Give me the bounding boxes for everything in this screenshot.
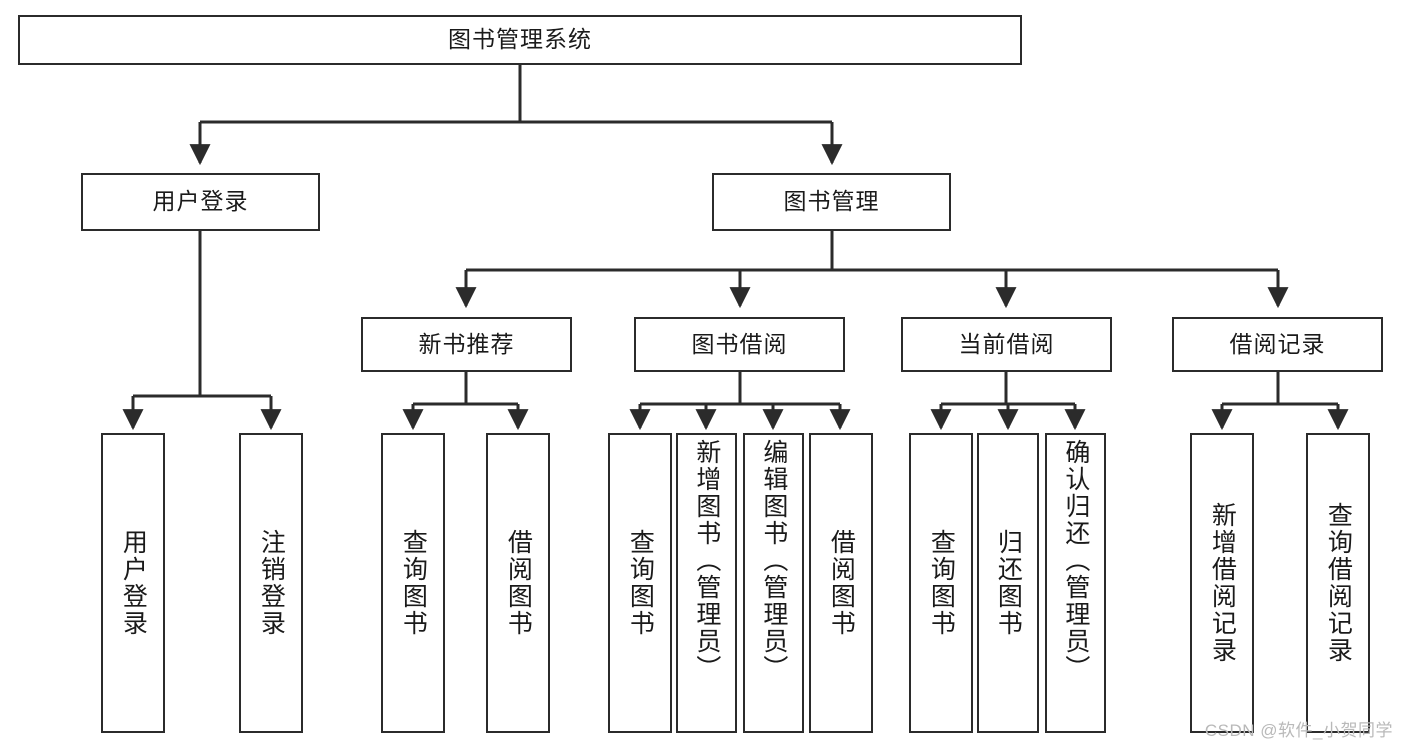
node-root[interactable]: 图书管理系统 xyxy=(18,15,1022,65)
leaf-user-login[interactable]: 用户登录 xyxy=(101,433,165,733)
leaf-borrow-book-1[interactable]: 借阅图书 xyxy=(486,433,550,733)
node-root-label: 图书管理系统 xyxy=(448,26,592,53)
node-book-manage-label: 图书管理 xyxy=(783,188,880,215)
node-new-book-recommend[interactable]: 新书推荐 xyxy=(361,317,572,372)
node-borrow-record-label: 借阅记录 xyxy=(1229,330,1326,357)
leaf-query-borrow-record-label: 查询借阅记录 xyxy=(1324,502,1353,664)
leaf-query-book-3-label: 查询图书 xyxy=(927,529,956,637)
leaf-borrow-book-1-label: 借阅图书 xyxy=(504,529,533,637)
leaf-query-book-2[interactable]: 查询图书 xyxy=(608,433,672,733)
node-user-login-label: 用户登录 xyxy=(152,188,249,215)
node-new-book-recommend-label: 新书推荐 xyxy=(418,330,515,357)
leaf-add-book[interactable]: 新增图书（管理员） xyxy=(676,433,737,733)
node-current-borrow[interactable]: 当前借阅 xyxy=(901,317,1112,372)
node-borrow-record[interactable]: 借阅记录 xyxy=(1172,317,1383,372)
leaf-logout-login-label: 注销登录 xyxy=(257,529,286,637)
leaf-edit-book[interactable]: 编辑图书（管理员） xyxy=(743,433,804,733)
leaf-add-borrow-record[interactable]: 新增借阅记录 xyxy=(1190,433,1254,733)
leaf-return-book[interactable]: 归还图书 xyxy=(977,433,1039,733)
leaf-add-borrow-record-label: 新增借阅记录 xyxy=(1208,502,1237,664)
leaf-query-book-1[interactable]: 查询图书 xyxy=(381,433,445,733)
leaf-borrow-book-2-label: 借阅图书 xyxy=(827,529,856,637)
leaf-return-book-label: 归还图书 xyxy=(994,529,1023,637)
node-book-borrow[interactable]: 图书借阅 xyxy=(634,317,845,372)
leaf-confirm-return[interactable]: 确认归还（管理员） xyxy=(1045,433,1106,733)
leaf-query-book-3[interactable]: 查询图书 xyxy=(909,433,973,733)
leaf-borrow-book-2[interactable]: 借阅图书 xyxy=(809,433,873,733)
leaf-logout-login[interactable]: 注销登录 xyxy=(239,433,303,733)
leaf-query-book-2-label: 查询图书 xyxy=(626,529,655,637)
leaf-user-login-label: 用户登录 xyxy=(119,529,148,637)
leaf-query-borrow-record[interactable]: 查询借阅记录 xyxy=(1306,433,1370,733)
leaf-query-book-1-label: 查询图书 xyxy=(399,529,428,637)
node-user-login[interactable]: 用户登录 xyxy=(81,173,320,231)
node-current-borrow-label: 当前借阅 xyxy=(958,330,1055,357)
node-book-borrow-label: 图书借阅 xyxy=(691,330,788,357)
node-book-manage[interactable]: 图书管理 xyxy=(712,173,951,231)
leaf-confirm-return-label: 确认归还（管理员） xyxy=(1061,439,1090,682)
leaf-add-book-label: 新增图书（管理员） xyxy=(692,439,721,682)
leaf-edit-book-label: 编辑图书（管理员） xyxy=(759,439,788,682)
watermark: CSDN @软件_小贺同学 xyxy=(1204,721,1393,740)
